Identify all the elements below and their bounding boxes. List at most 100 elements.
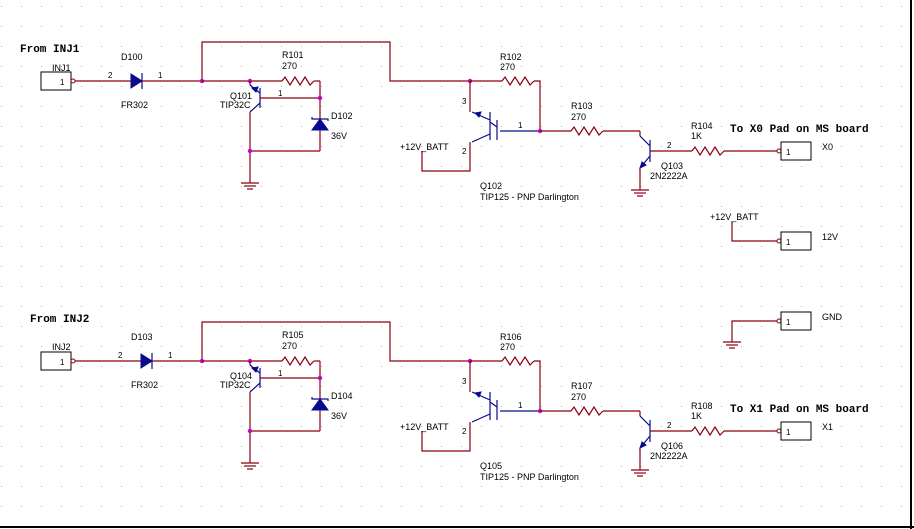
d100-part: FR302 <box>121 100 148 110</box>
power-connectors: +12V_BATT 1 12V 1 GND <box>710 212 843 349</box>
r106-resistor[interactable] <box>501 355 535 367</box>
d104-part: 36V <box>331 411 347 421</box>
r107-resistor[interactable] <box>570 405 604 417</box>
net-batt-label: +12V_BATT <box>400 422 449 432</box>
wire <box>731 222 777 242</box>
q105-transistor[interactable] <box>471 391 540 423</box>
header-to-x1: To X1 Pad on MS board <box>730 404 869 416</box>
junction <box>317 375 323 381</box>
r108-value: 1K <box>691 411 702 421</box>
header-from-inj1: From INJ1 <box>20 44 80 56</box>
r105-resistor[interactable] <box>281 355 315 367</box>
d103-ref: D103 <box>131 332 153 342</box>
r105-ref: R105 <box>282 330 304 340</box>
q101-part: TIP32C <box>220 100 251 110</box>
connector-inj1[interactable] <box>40 71 72 91</box>
q102-transistor[interactable] <box>471 111 540 143</box>
r106-ref: R106 <box>500 332 522 342</box>
r108-resistor[interactable] <box>691 425 725 437</box>
connector-x0-pin: 1 <box>786 148 791 157</box>
d104-zener-bar <box>311 397 329 401</box>
d102-zener-bar <box>311 117 329 121</box>
wire-bypass-loop <box>201 41 470 82</box>
ground-symbol <box>241 182 259 190</box>
pin-number: 1 <box>278 369 283 378</box>
r108-ref: R108 <box>691 401 713 411</box>
q104-arrow <box>250 366 259 373</box>
q101-collector-leg <box>249 102 261 113</box>
r105-value: 270 <box>282 341 297 351</box>
wire <box>534 360 541 411</box>
connector-x0[interactable] <box>780 141 812 161</box>
q101-ref: Q101 <box>230 91 252 101</box>
pin-number: 2 <box>462 427 467 436</box>
q104-ref: Q104 <box>230 371 252 381</box>
net-batt-label: +12V_BATT <box>710 212 759 222</box>
connector-x1[interactable] <box>780 421 812 441</box>
wire <box>731 320 777 342</box>
junction <box>247 148 253 154</box>
q105-part: TIP125 - PNP Darlington <box>480 472 579 482</box>
pin-number: 2 <box>667 141 672 150</box>
d102-part: 36V <box>331 131 347 141</box>
connector-gnd[interactable] <box>780 311 812 331</box>
q102-ref: Q102 <box>480 181 502 191</box>
connector-inj1-pin: 1 <box>60 78 65 87</box>
d104-ref: D104 <box>331 391 353 401</box>
r107-ref: R107 <box>571 381 593 391</box>
connector-inj2[interactable] <box>40 351 72 371</box>
r103-value: 270 <box>571 112 586 122</box>
q103-transistor[interactable] <box>639 135 651 169</box>
channel-inj2: From INJ2 INJ2 1 2 D103 FR302 1 R105 270… <box>30 314 869 482</box>
q104-collector-leg <box>249 382 261 393</box>
r102-resistor[interactable] <box>501 75 535 87</box>
pin-number: 1 <box>158 71 163 80</box>
d102-zener-symbol[interactable] <box>311 118 329 131</box>
q102-part: TIP125 - PNP Darlington <box>480 192 579 202</box>
pin-number: 2 <box>667 421 672 430</box>
connector-12v[interactable] <box>780 231 812 251</box>
q106-ref: Q106 <box>661 441 683 451</box>
pin-number: 1 <box>518 121 523 130</box>
connector-inj1-label: INJ1 <box>52 63 71 73</box>
d100-diode-symbol[interactable] <box>130 73 143 89</box>
net-batt-label: +12V_BATT <box>400 142 449 152</box>
r104-ref: R104 <box>691 121 713 131</box>
r106-value: 270 <box>500 342 515 352</box>
pin-number: 1 <box>518 401 523 410</box>
r103-ref: R103 <box>571 101 593 111</box>
d104-zener-symbol[interactable] <box>311 398 329 411</box>
header-to-x0: To X0 Pad on MS board <box>730 124 869 136</box>
connector-x1-pin: 1 <box>786 428 791 437</box>
connector-gnd-pin: 1 <box>786 318 791 327</box>
r104-value: 1K <box>691 131 702 141</box>
r101-value: 270 <box>282 61 297 71</box>
d103-diode-symbol[interactable] <box>140 353 153 369</box>
r103-resistor[interactable] <box>570 125 604 137</box>
wire <box>534 80 541 131</box>
connector-x0-label: X0 <box>822 142 833 152</box>
d103-part: FR302 <box>131 380 158 390</box>
pin-number: 2 <box>118 351 123 360</box>
connector-inj2-pin: 1 <box>60 358 65 367</box>
ground-symbol <box>241 462 259 470</box>
wire <box>421 142 471 172</box>
q104-part: TIP32C <box>220 380 251 390</box>
q106-part: 2N2222A <box>650 451 688 461</box>
connector-12v-pin: 1 <box>786 238 791 247</box>
ground-symbol <box>631 469 649 477</box>
d100-ref: D100 <box>121 52 143 62</box>
q103-ref: Q103 <box>661 161 683 171</box>
r101-resistor[interactable] <box>281 75 315 87</box>
r102-ref: R102 <box>500 52 522 62</box>
r104-resistor[interactable] <box>691 145 725 157</box>
pin-number: 2 <box>462 147 467 156</box>
connector-inj2-label: INJ2 <box>52 342 71 352</box>
ground-symbol <box>631 189 649 197</box>
pin-number: 1 <box>278 89 283 98</box>
connector-12v-label: 12V <box>822 232 838 242</box>
r107-value: 270 <box>571 392 586 402</box>
header-from-inj2: From INJ2 <box>30 314 89 326</box>
